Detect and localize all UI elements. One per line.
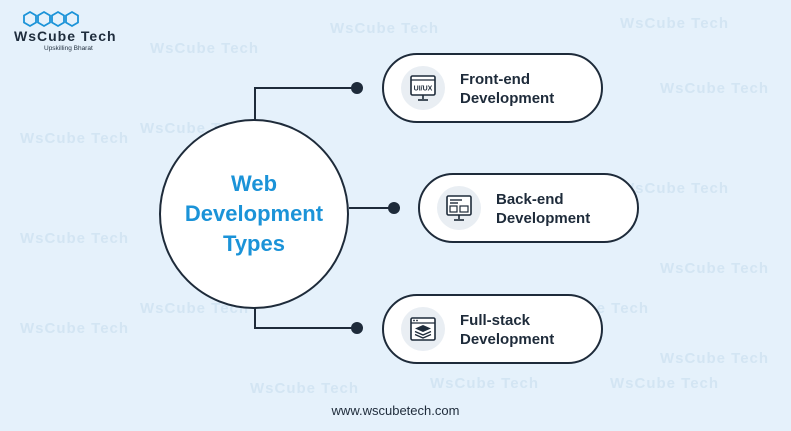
center-title-line: Development: [184, 201, 324, 226]
card-label: Front-end Development: [460, 70, 554, 108]
ui-ux-monitor-icon: UI/UX: [401, 66, 445, 110]
card-back-end: Back-end Development: [418, 173, 639, 243]
hexagon-cluster-icon: [23, 10, 79, 28]
brand-tagline: Upskilling Bharat: [44, 45, 93, 52]
layered-stack-browser-icon: [401, 307, 445, 351]
brand-logo: WsCube Tech Upskilling Bharat: [14, 10, 124, 52]
center-title-line: Web: [230, 171, 278, 196]
card-label-line: Development: [496, 210, 591, 227]
card-label-line: Front-end: [460, 71, 530, 88]
center-title: Web Development Types: [185, 169, 323, 259]
center-node: Web Development Types: [159, 119, 349, 309]
connector-dot-full-stack: [351, 322, 363, 334]
svg-text:UI/UX: UI/UX: [414, 86, 433, 93]
center-title-line: Types: [223, 231, 285, 256]
card-label-line: Development: [460, 90, 555, 107]
connector-dot-back-end: [388, 202, 400, 214]
card-front-end: UI/UX Front-end Development: [382, 53, 603, 123]
card-label-line: Back-end: [496, 191, 564, 208]
server-code-monitor-icon: [437, 186, 481, 230]
card-label: Back-end Development: [496, 190, 590, 228]
card-full-stack: Full-stack Development: [382, 294, 603, 364]
card-label-line: Full-stack: [460, 312, 531, 329]
brand-name: WsCube Tech: [14, 28, 117, 44]
connector-dot-front-end: [351, 82, 363, 94]
footer-url: www.wscubetech.com: [331, 403, 460, 418]
card-label-line: Development: [460, 331, 555, 348]
card-label: Full-stack Development: [460, 311, 554, 349]
